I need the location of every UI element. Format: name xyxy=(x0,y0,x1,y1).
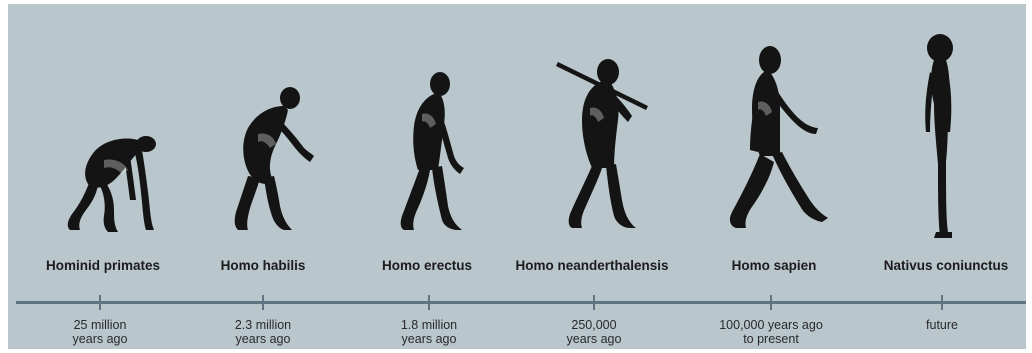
timeline-label-homo-habilis: 2.3 million years ago xyxy=(183,318,343,346)
timeline-label-homo-erectus: 1.8 million years ago xyxy=(349,318,509,346)
hominid-primate-figure xyxy=(64,130,164,240)
time-line-1: 100,000 years ago xyxy=(691,318,851,332)
homo-erectus-figure xyxy=(380,70,480,238)
time-line-1: 2.3 million xyxy=(183,318,343,332)
timeline-label-nativus-coniunctus: future xyxy=(862,318,1022,332)
time-line-2: years ago xyxy=(20,332,180,346)
time-line-1: 1.8 million xyxy=(349,318,509,332)
timeline-label-hominid-primates: 25 million years ago xyxy=(20,318,180,346)
timeline-label-homo-neanderthalensis: 250,000 years ago xyxy=(514,318,674,346)
timeline-tick xyxy=(941,295,943,310)
time-line-1: future xyxy=(862,318,1022,332)
timeline-tick xyxy=(770,295,772,310)
homo-neanderthalensis-figure xyxy=(548,50,658,240)
homo-habilis-figure xyxy=(218,84,318,239)
timeline-tick xyxy=(428,295,430,310)
time-line-2: years ago xyxy=(514,332,674,346)
timeline-tick xyxy=(593,295,595,310)
time-line-1: 25 million xyxy=(20,318,180,332)
time-line-2: years ago xyxy=(183,332,343,346)
timeline-tick xyxy=(262,295,264,310)
time-line-2: to present xyxy=(691,332,851,346)
timeline-label-homo-sapien: 100,000 years ago to present xyxy=(691,318,851,346)
stage-name-nativus-coniunctus: Nativus coniunctus xyxy=(846,258,1032,273)
time-line-2: years ago xyxy=(349,332,509,346)
timeline-tick xyxy=(99,295,101,310)
timeline-axis xyxy=(16,301,1026,304)
stage-name-homo-sapien: Homo sapien xyxy=(674,258,874,273)
evolution-diagram: Hominid primates Homo habilis Homo erect… xyxy=(8,4,1026,349)
time-line-1: 250,000 xyxy=(514,318,674,332)
stage-name-homo-neanderthalensis: Homo neanderthalensis xyxy=(492,258,692,273)
homo-sapien-figure xyxy=(720,44,836,240)
nativus-coniunctus-figure xyxy=(918,32,962,242)
